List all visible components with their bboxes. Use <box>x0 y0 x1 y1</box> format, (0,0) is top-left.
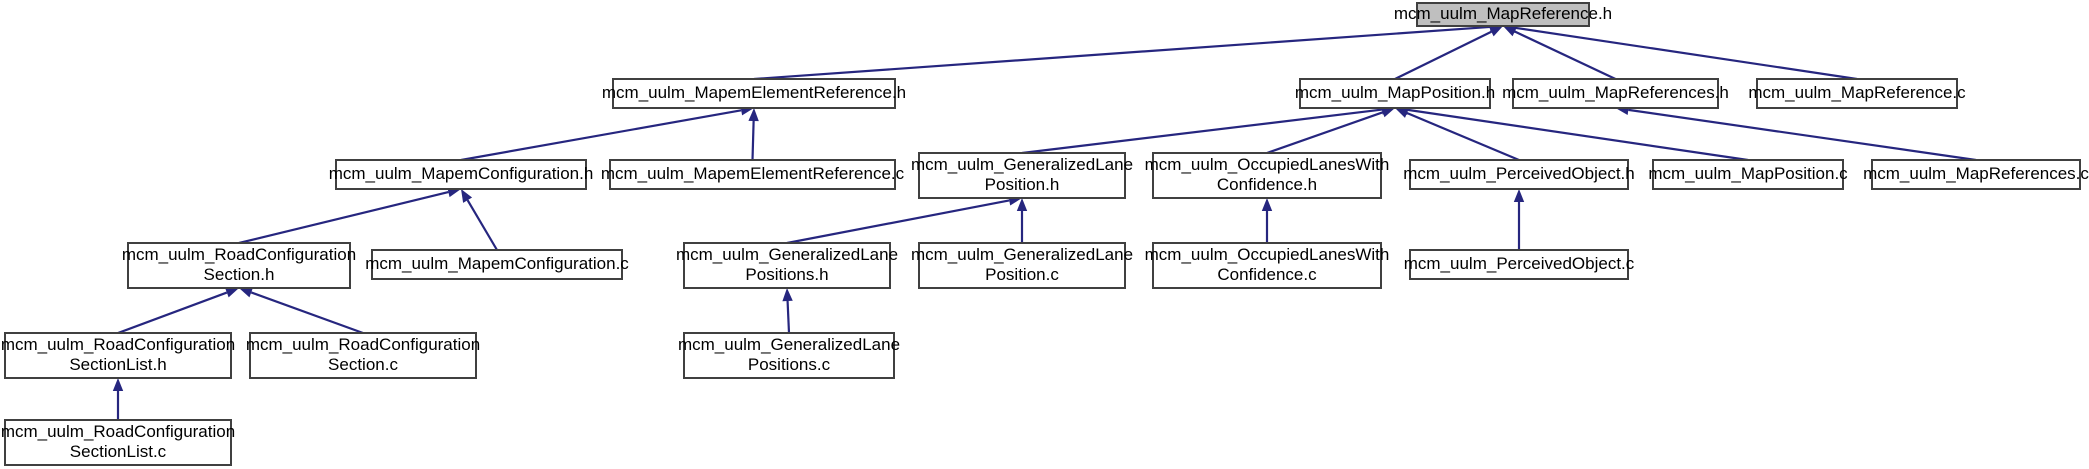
graph-node[interactable]: mcm_uulm_PerceivedObject.c <box>1404 249 1635 280</box>
graph-edge <box>1261 198 1273 243</box>
node-box[interactable] <box>683 242 891 289</box>
node-box[interactable] <box>1652 159 1844 190</box>
graph-edges-layer <box>112 21 1977 420</box>
node-label: Position.c <box>985 265 1059 284</box>
node-label: mcm_uulm_MapemConfiguration.h <box>329 164 594 183</box>
node-label: mcm_uulm_RoadConfiguration <box>122 245 356 264</box>
node-label: Positions.h <box>745 265 828 284</box>
node-label: mcm_uulm_MapReferences.h <box>1502 83 1729 102</box>
node-box[interactable] <box>1152 242 1382 289</box>
node-box[interactable] <box>1756 78 1958 109</box>
node-label: Section.h <box>204 265 275 284</box>
node-box[interactable] <box>1409 159 1629 190</box>
node-label: mcm_uulm_PerceivedObject.c <box>1404 254 1635 273</box>
graph-node[interactable]: mcm_uulm_MapemElementReference.h <box>602 78 906 109</box>
node-box[interactable] <box>249 332 477 379</box>
graph-edge <box>1395 104 1749 162</box>
node-label: Positions.c <box>748 355 831 374</box>
node-label: mcm_uulm_MapemElementReference.h <box>602 83 906 102</box>
node-label: mcm_uulm_MapReference.h <box>1394 4 1612 23</box>
graph-node[interactable]: mcm_uulm_MapReference.c <box>1748 78 1966 109</box>
graph-edge <box>782 288 793 334</box>
node-box[interactable] <box>918 242 1126 289</box>
graph-edge <box>461 189 498 251</box>
node-box[interactable] <box>127 242 351 289</box>
node-box[interactable] <box>683 332 895 379</box>
node-box[interactable] <box>1416 2 1590 27</box>
node-label: mcm_uulm_GeneralizedLane <box>911 245 1133 264</box>
node-label: mcm_uulm_OccupiedLanesWith <box>1145 245 1390 264</box>
node-label: mcm_uulm_MapemConfiguration.c <box>365 254 629 273</box>
node-label: SectionList.h <box>69 355 166 374</box>
graph-edge <box>1016 198 1028 243</box>
node-label: mcm_uulm_RoadConfiguration <box>1 422 235 441</box>
graph-node-root[interactable]: mcm_uulm_MapReference.h <box>1394 2 1612 27</box>
graph-edge <box>1395 108 1520 162</box>
node-label: mcm_uulm_GeneralizedLane <box>911 155 1133 174</box>
graph-edge <box>1266 107 1395 155</box>
graph-node[interactable]: mcm_uulm_MapemElementReference.c <box>601 159 905 190</box>
graph-edge <box>748 108 759 161</box>
graph-edge <box>112 378 124 420</box>
node-label: mcm_uulm_PerceivedObject.h <box>1403 164 1634 183</box>
node-label: mcm_uulm_RoadConfiguration <box>1 335 235 354</box>
node-label: Confidence.c <box>1217 265 1317 284</box>
node-label: mcm_uulm_MapReferences.c <box>1863 164 2089 183</box>
node-box[interactable] <box>609 159 896 190</box>
node-box[interactable] <box>1299 78 1491 109</box>
graph-edge <box>238 187 461 245</box>
node-label: mcm_uulm_GeneralizedLane <box>678 335 900 354</box>
node-box[interactable] <box>918 152 1126 199</box>
graph-edge <box>460 105 754 162</box>
graph-node[interactable]: mcm_uulm_MapReferences.h <box>1502 78 1729 109</box>
node-label: mcm_uulm_OccupiedLanesWith <box>1145 155 1390 174</box>
node-label: Position.h <box>985 175 1060 194</box>
graph-edge <box>117 287 239 335</box>
graph-node[interactable]: mcm_uulm_MapPosition.c <box>1648 159 1848 190</box>
graph-edge <box>1394 26 1503 80</box>
graph-node[interactable]: mcm_uulm_MapemConfiguration.h <box>329 159 594 190</box>
node-label: SectionList.c <box>70 442 167 461</box>
node-label: Section.c <box>328 355 398 374</box>
graph-edge <box>786 195 1022 245</box>
node-box[interactable] <box>335 159 587 190</box>
graph-edge <box>753 21 1503 81</box>
graph-node[interactable]: mcm_uulm_PerceivedObject.h <box>1403 159 1635 190</box>
node-label: mcm_uulm_MapPosition.c <box>1648 164 1848 183</box>
node-label: mcm_uulm_MapemElementReference.c <box>601 164 905 183</box>
node-label: mcm_uulm_MapReference.c <box>1748 83 1966 102</box>
node-label: mcm_uulm_RoadConfiguration <box>246 335 480 354</box>
graph-edge <box>239 287 364 335</box>
graph-node[interactable]: mcm_uulm_MapemConfiguration.c <box>365 249 629 280</box>
graph-node[interactable]: mcm_uulm_MapPosition.h <box>1295 78 1495 109</box>
node-label: Confidence.h <box>1217 175 1317 194</box>
graph-edge <box>1615 104 1977 162</box>
node-box[interactable] <box>4 332 232 379</box>
node-label: mcm_uulm_GeneralizedLane <box>676 245 898 264</box>
node-label: mcm_uulm_MapPosition.h <box>1295 83 1495 102</box>
node-box[interactable] <box>1152 152 1382 199</box>
node-box[interactable] <box>4 419 232 466</box>
node-box[interactable] <box>371 249 623 280</box>
node-box[interactable] <box>1512 78 1719 109</box>
node-box[interactable] <box>1409 249 1629 280</box>
node-box[interactable] <box>1871 159 2081 190</box>
node-box[interactable] <box>612 78 896 109</box>
graph-edge <box>1513 189 1525 250</box>
graph-node[interactable]: mcm_uulm_MapReferences.c <box>1863 159 2089 190</box>
